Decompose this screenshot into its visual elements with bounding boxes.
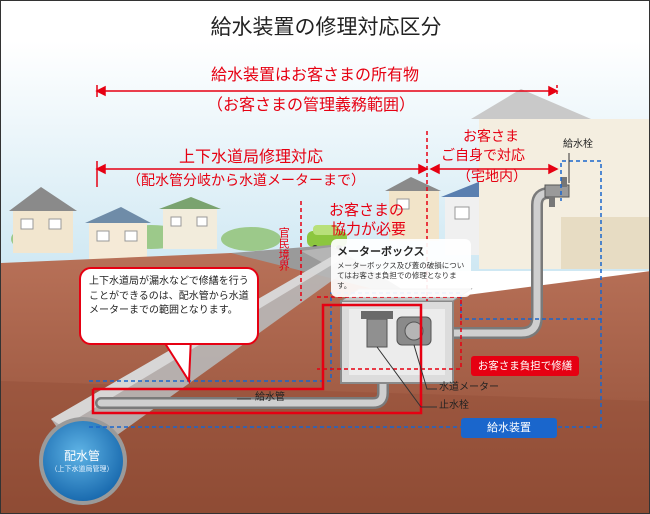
house-left-2 bbox=[85, 207, 151, 259]
customer-self-line2: ご自身で対応 bbox=[441, 148, 525, 164]
meter-box-note: メーターボックス メーターボックス及び蓋の破損についてはお客さま負担での修理とな… bbox=[331, 239, 471, 297]
supply-pipe-label: 給水管 bbox=[255, 392, 285, 403]
customer-cost-badge: お客さま負担で修繕 bbox=[471, 356, 579, 376]
bureau-repair-range bbox=[91, 303, 423, 415]
water-meter bbox=[396, 316, 432, 346]
faucet bbox=[544, 177, 570, 207]
owner-arrow bbox=[95, 85, 559, 97]
main-pipe-sub: （上下水道局管理） bbox=[50, 465, 114, 473]
main-pipe-label: 配水管 bbox=[63, 449, 100, 463]
house-left-3 bbox=[159, 197, 221, 249]
faucet-label: 給水栓 bbox=[563, 139, 593, 150]
stop-valve-label: 止水栓 bbox=[439, 400, 469, 411]
customer-cost-range bbox=[317, 296, 462, 370]
page-title: 給水装置の修理対応区分 bbox=[210, 15, 442, 39]
leader-lines bbox=[237, 153, 570, 408]
bureau-line1: 上下水道局修理対応 bbox=[179, 147, 324, 166]
cooperation-line2: 協力が必要 bbox=[331, 220, 407, 238]
bureau-line2: （配水管分岐から水道メーターまで） bbox=[127, 173, 365, 189]
owner-line2: （お客さまの管理義務範囲） bbox=[207, 95, 416, 114]
house-left-1 bbox=[9, 187, 77, 253]
main-pipe-section bbox=[39, 417, 127, 505]
house-middle bbox=[385, 177, 441, 241]
callout-text: 上下水道局が漏水などで修繕を行うことができるのは、配水管から水道メーターまでの範… bbox=[89, 276, 249, 316]
meter-box-title: メーターボックス bbox=[337, 245, 425, 258]
customer-self-line3: （宅地内） bbox=[457, 169, 527, 185]
boundary-label: 官民境界 bbox=[277, 227, 291, 271]
supply-device-range bbox=[89, 160, 602, 382]
supply-device-badge: 給水装置 bbox=[461, 418, 557, 438]
owner-line1: 給水装置はお客さまの所有物 bbox=[211, 65, 420, 84]
meter-box-desc: メーターボックス及び蓋の破損についてはお客さま負担での修理となります。 bbox=[337, 261, 465, 291]
water-meter-label: 水道メーター bbox=[439, 382, 499, 393]
customer-self-line1: お客さま bbox=[463, 129, 519, 145]
supply-pipe bbox=[95, 187, 555, 409]
main-pipe-labels: 配水管 （上下水道局管理） bbox=[47, 447, 117, 474]
bureau-arrow bbox=[95, 161, 429, 187]
callout-bubble: 上下水道局が漏水などで修繕を行うことができるのは、配水管から水道メーターまでの範… bbox=[79, 267, 259, 345]
cooperation-line1: お客さまの bbox=[329, 201, 405, 219]
customer-arrow bbox=[429, 163, 559, 175]
